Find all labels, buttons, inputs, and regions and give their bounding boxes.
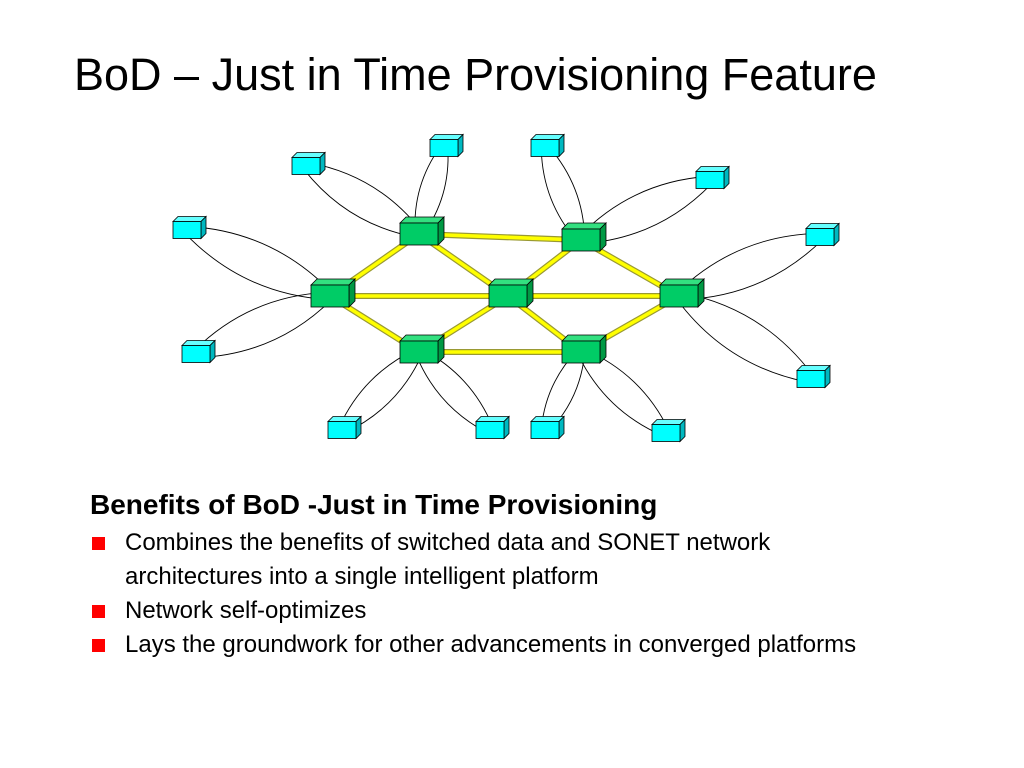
edge-device-icon bbox=[327, 415, 362, 440]
edge-device-icon bbox=[796, 364, 831, 389]
benefit-text: Lays the groundwork for other advancemen… bbox=[125, 631, 857, 658]
core-router-icon bbox=[488, 278, 534, 308]
edge-device-icon bbox=[172, 215, 207, 240]
slide-title: BoD – Just in Time Provisioning Feature bbox=[74, 49, 877, 100]
core-router-icon bbox=[561, 222, 607, 252]
edge-device-icon bbox=[475, 415, 510, 440]
edge-device-icon bbox=[695, 165, 730, 190]
edge-device-icon bbox=[530, 415, 565, 440]
benefit-text: Combines the benefits of switched data a… bbox=[125, 529, 771, 590]
edge-device-icon bbox=[805, 222, 840, 247]
edge-device-icon bbox=[429, 133, 464, 158]
benefits-heading: Benefits of BoD -Just in Time Provisioni… bbox=[90, 489, 658, 520]
edge-device-icon bbox=[651, 418, 686, 443]
core-router-icon bbox=[399, 216, 445, 246]
core-router-icon bbox=[659, 278, 705, 308]
core-router-icon bbox=[399, 334, 445, 364]
benefits-section: Benefits of BoD -Just in Time Provisioni… bbox=[90, 486, 910, 662]
network-diagram bbox=[172, 133, 840, 443]
edge-device-icon bbox=[291, 151, 326, 176]
core-router-icon bbox=[561, 334, 607, 364]
core-router-icon bbox=[310, 278, 356, 308]
benefit-text: Network self-optimizes bbox=[125, 597, 367, 624]
square-bullet-icon bbox=[92, 605, 105, 618]
core-link bbox=[416, 231, 584, 243]
edge-device-icon bbox=[181, 339, 216, 364]
edge-nodes bbox=[172, 133, 840, 443]
benefit-list: Combines the benefits of switched data a… bbox=[90, 526, 910, 662]
square-bullet-icon bbox=[92, 537, 105, 550]
benefit-item: Combines the benefits of switched data a… bbox=[90, 526, 910, 594]
core-nodes bbox=[310, 216, 705, 364]
benefit-item: Lays the groundwork for other advancemen… bbox=[90, 628, 910, 662]
access-link bbox=[185, 225, 332, 301]
square-bullet-icon bbox=[92, 639, 105, 652]
edge-device-icon bbox=[530, 133, 565, 158]
benefit-item: Network self-optimizes bbox=[90, 594, 910, 628]
